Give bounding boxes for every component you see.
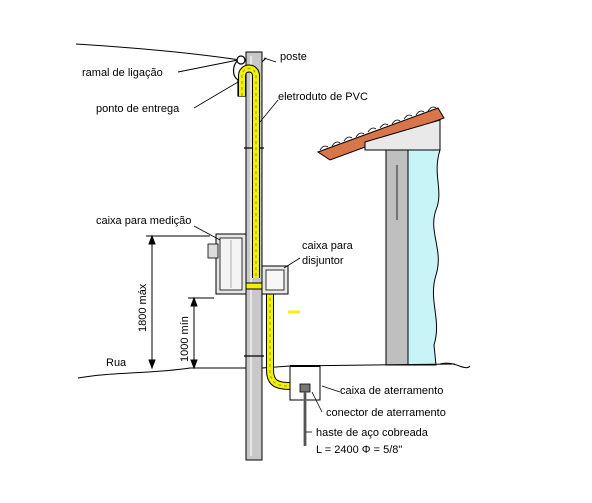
ramal-leader: [177, 59, 239, 73]
label-poste: poste: [280, 51, 307, 63]
label-dim-1800: 1800 máx: [137, 283, 149, 332]
roof: [316, 107, 445, 161]
label-ponto-entrega: ponto de entrega: [96, 103, 180, 115]
label-ramal: ramal de ligação: [82, 67, 163, 79]
ground-left: [77, 367, 246, 379]
label-haste: haste de aço cobreada: [316, 427, 429, 439]
ground-connector: [299, 383, 311, 393]
ground-box: [289, 365, 321, 446]
conduit-upper-core: [241, 68, 257, 278]
meter-box: [207, 233, 247, 295]
label-caixa-disjuntor-2: disjuntor: [302, 255, 344, 267]
leaders: [193, 57, 341, 433]
label-haste-spec: L = 2400 Φ = 5/8": [316, 444, 402, 456]
ground-right-edge: [439, 362, 471, 369]
ramal-wire: [75, 43, 241, 61]
house-wall-front: [407, 149, 441, 366]
label-eletroduto: eletroduto de PVC: [278, 91, 368, 103]
dimensions: [146, 234, 214, 370]
label-conector-aterramento: conector de aterramento: [326, 407, 446, 419]
label-rua: Rua: [106, 357, 127, 369]
disjuntor-box: [261, 265, 289, 295]
label-caixa-medicao: caixa para medição: [96, 215, 191, 227]
label-dim-1000: 1000 mín: [179, 316, 191, 362]
roof-tiles: [319, 106, 437, 151]
label-caixa-disjuntor-1: caixa para: [302, 240, 354, 252]
label-caixa-aterramento: caixa de aterramento: [340, 385, 443, 397]
house: [316, 106, 445, 366]
service-drop: [75, 43, 241, 73]
conduit: [229, 64, 308, 390]
